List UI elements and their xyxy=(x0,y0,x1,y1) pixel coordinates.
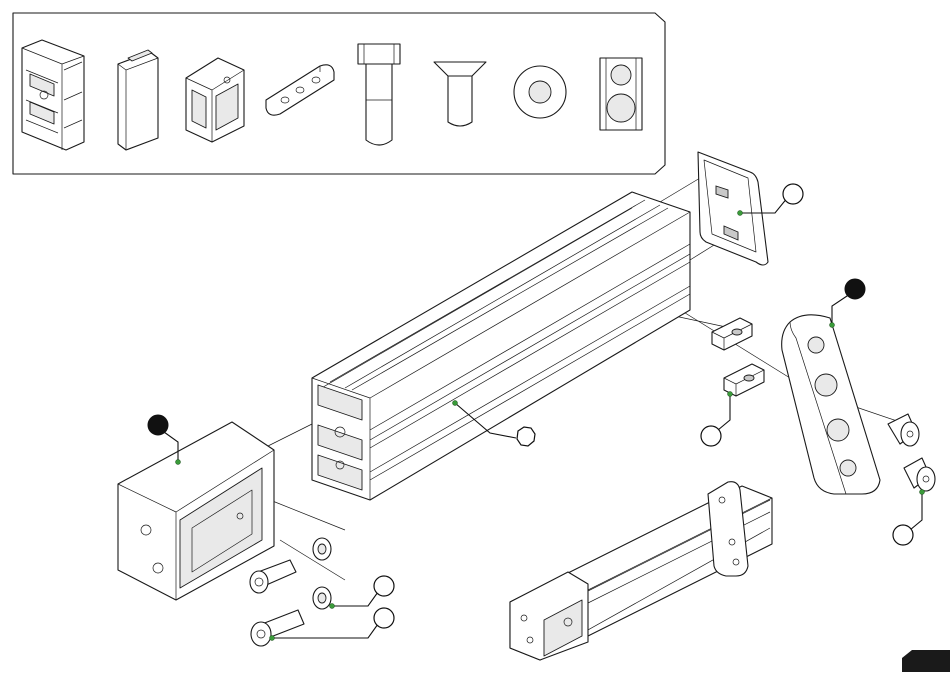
countersunk-screw-upper xyxy=(888,414,919,446)
t-nut-lower xyxy=(724,364,764,396)
callout-plate xyxy=(830,279,866,328)
kit-end-cap xyxy=(118,50,158,150)
kit-socket-cap-screw xyxy=(358,44,400,145)
kit-washer xyxy=(514,66,566,118)
kit-countersunk-screw xyxy=(434,62,486,126)
countersunk-screw-lower xyxy=(904,458,935,491)
t-nut-upper xyxy=(712,318,752,350)
callout-countersunk xyxy=(893,490,925,546)
kit-box xyxy=(13,13,665,174)
callout-t-nut xyxy=(701,392,733,447)
kit-corner-bracket xyxy=(186,58,244,142)
main-profile xyxy=(312,192,690,500)
corner-bracket xyxy=(118,422,274,600)
socket-screw-upper xyxy=(250,560,296,593)
assembled-view xyxy=(510,482,772,660)
washer-upper xyxy=(313,538,331,560)
washer-lower xyxy=(313,587,331,609)
corner-tab xyxy=(902,650,950,672)
mounting-plate xyxy=(782,315,880,494)
kit-box-frame xyxy=(13,13,665,174)
kit-t-nut xyxy=(600,58,642,130)
callout-profile-hex xyxy=(517,427,535,446)
kit-profile-section xyxy=(22,40,84,150)
end-cap xyxy=(698,152,768,265)
socket-screw-lower xyxy=(251,610,304,646)
callout-washer xyxy=(330,576,395,609)
kit-mounting-plate xyxy=(266,65,334,115)
